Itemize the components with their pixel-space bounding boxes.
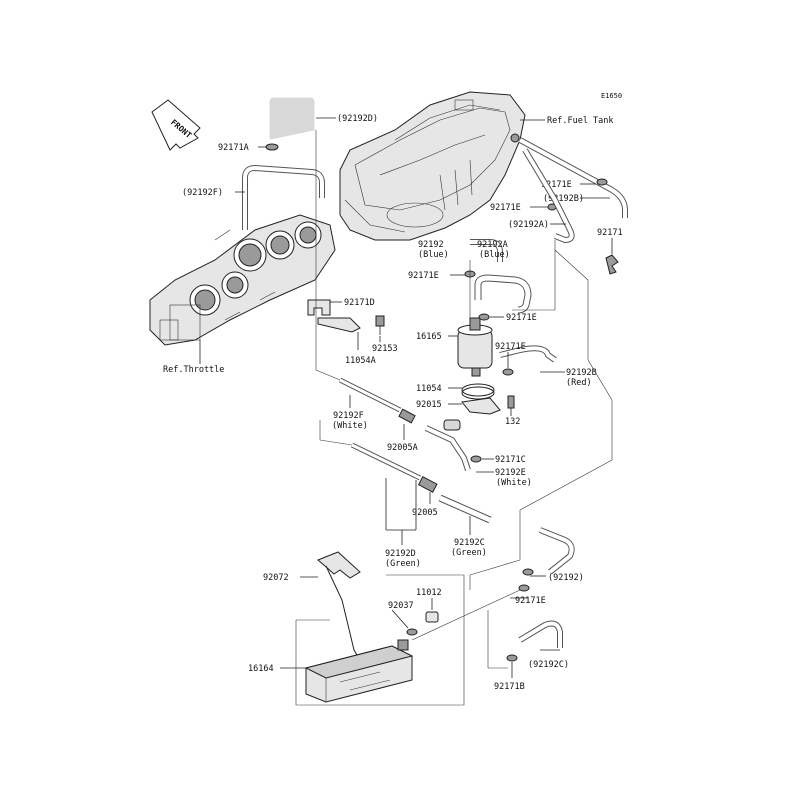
callout-92192: 92192 [418,240,444,250]
bracket-92171D [307,299,331,316]
callout-92171E-c: 92171E [408,271,439,281]
callout-92153: 92153 [372,344,398,354]
callout-92037: 92037 [388,601,414,611]
callout-92171C: 92171C [495,455,526,465]
callout-92192F: 92192F [333,411,364,421]
ref-fuel-tank: Ref.Fuel Tank [547,116,614,126]
callout-92192-paren: (92192) [548,573,584,583]
fuel-tank [339,91,526,241]
callout-92192D-top: (92192D) [337,114,378,124]
callout-92171E-e: 92171E [495,342,526,352]
callout-red: (Red) [566,378,592,388]
callout-92005A: 92005A [387,443,418,453]
ref-throttle: Ref.Throttle [163,365,224,375]
callout-green-a: (Green) [451,548,487,558]
cap-11012 [425,611,439,623]
callout-92171E-d: 92171E [506,313,537,323]
fitting-92005A [398,408,416,424]
strap-92072 [317,551,361,661]
callout-16164: 16164 [248,664,274,674]
diagram-code: E1650 [601,92,622,100]
callout-white-b: (White) [496,478,532,488]
callout-92192B: (92192B) [543,194,584,204]
callout-92072: 92072 [263,573,289,583]
filter-16165 [457,317,493,377]
callout-92192B-red: 92192B [566,368,597,378]
callout-92171E-f: 92171E [515,596,546,606]
callout-11012: 11012 [416,588,442,598]
callout-92171E-a: 92171E [541,180,572,190]
callout-92192A: 92192A [477,240,508,250]
callout-92192C-paren: (92192C) [528,660,569,670]
callout-92171: 92171 [597,228,623,238]
callout-92192A-blue: (Blue) [479,250,510,260]
callout-92192C: 92192C [454,538,485,548]
callout-92171A: 92171A [218,143,249,153]
callout-92192D: 92192D [385,549,416,559]
bracket-11054A [317,317,361,333]
callout-92192E: 92192E [495,468,526,478]
callout-92171E-b: 92171E [490,203,521,213]
callout-white-a: (White) [332,421,368,431]
callout-132: 132 [505,417,520,427]
callout-11054A: 11054A [345,356,376,366]
clamp-92037 [406,628,418,636]
callout-92171D: 92171D [344,298,375,308]
callout-92171B: 92171B [494,682,525,692]
callout-92192-blue: (Blue) [418,250,449,260]
band-11054 [461,383,495,400]
callout-92192F-top: (92192F) [182,188,223,198]
callout-92015: 92015 [416,400,442,410]
canister-16164 [304,639,414,703]
clamp-92171A [265,143,279,151]
clip-92171 [605,254,619,275]
front-arrow-icon: FRONT [151,99,201,151]
callout-green-b: (Green) [385,559,421,569]
bolt-132 [507,395,515,409]
fitting-92005 [417,476,438,493]
bolt-92153 [375,315,385,335]
callout-11054: 11054 [416,384,442,394]
bracket-92015 [461,397,501,415]
throttle-body-assembly [149,214,336,346]
callout-92005: 92005 [412,508,438,518]
callout-92192A-paren: (92192A) [508,220,549,230]
callout-16165: 16165 [416,332,442,342]
